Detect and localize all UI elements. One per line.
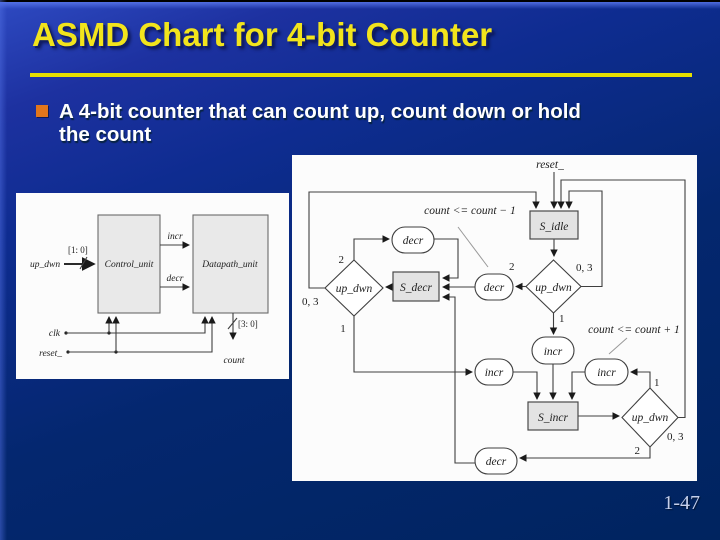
control-unit-label: Control_unit <box>105 260 154 270</box>
bus-in-label: [1: 0] <box>68 245 88 255</box>
oval-incr-right <box>584 358 629 386</box>
state-s-decr-box <box>392 271 440 302</box>
state-s-decr-label: S_decr <box>400 282 432 294</box>
slide-title: ASMD Chart for 4-bit Counter <box>32 16 493 53</box>
oval-incr-center <box>531 336 575 365</box>
bullet-text-line1: A 4-bit counter that can count up, count… <box>59 100 581 123</box>
decision-updwn-middle <box>525 259 582 314</box>
oval-decr-middle <box>474 273 514 301</box>
slide-top-glow <box>0 2 720 9</box>
updwn-input-label: up_dwn <box>30 260 60 270</box>
asmd-annotation-pointers <box>457 226 628 355</box>
oval-incr-left <box>474 358 514 386</box>
oval-decr-topleft-label: decr <box>403 235 424 247</box>
decision-updwn-left <box>324 259 384 317</box>
bullet-item: A 4-bit counter that can count up, count… <box>36 100 700 146</box>
asmd-reset-label: reset_ <box>536 159 564 171</box>
asmd-chart: S_idle S_decr S_incr up_dwn up_dwn up_dw… <box>302 159 686 475</box>
asmd-edges <box>308 172 686 464</box>
bus-out-label: [3: 0] <box>238 319 258 329</box>
title-rule <box>30 73 692 77</box>
reset-label: reset_ <box>39 349 62 359</box>
datapath-unit-label: Datapath_unit <box>201 260 258 270</box>
oval-decr-topleft <box>391 226 435 254</box>
decision-updwn-bottom <box>621 387 679 448</box>
state-s-incr-label: S_incr <box>538 412 569 424</box>
branch-middle-03: 0, 3 <box>576 262 593 274</box>
annotation-increment: count <= count + 1 <box>588 324 680 336</box>
block-diagram: Control_unit Datapath_unit up_dwn [1: 0] <box>30 214 269 366</box>
oval-decr-bottom <box>474 447 518 475</box>
decr-wire-label: decr <box>167 274 184 284</box>
branch-bottom-1: 1 <box>654 377 660 389</box>
oval-incr-left-label: incr <box>485 367 504 379</box>
branch-left-03: 0, 3 <box>302 296 319 308</box>
decision-updwn-left-label: up_dwn <box>336 283 373 295</box>
branch-middle-2: 2 <box>509 261 515 273</box>
datapath-unit-box <box>192 214 269 314</box>
decision-updwn-bottom-label: up_dwn <box>632 412 669 424</box>
slide-top-border <box>0 0 720 2</box>
branch-middle-1: 1 <box>559 313 565 325</box>
annotation-decrement: count <= count − 1 <box>424 205 516 217</box>
bullet-text: A 4-bit counter that can count up, count… <box>59 100 581 146</box>
page-number: 1-47 <box>663 492 700 514</box>
state-s-idle-label: S_idle <box>540 221 569 233</box>
decision-updwn-middle-label: up_dwn <box>535 282 572 294</box>
block-diagram-wires <box>64 241 238 354</box>
oval-incr-right-label: incr <box>597 367 616 379</box>
slide-left-glow <box>0 0 7 540</box>
oval-incr-center-label: incr <box>544 346 563 358</box>
branch-left-1: 1 <box>340 323 346 335</box>
bullet-square-icon <box>36 105 48 117</box>
incr-wire-label: incr <box>167 232 183 242</box>
state-s-incr-box <box>527 401 579 431</box>
control-unit-box <box>97 214 161 314</box>
block-diagram-panel: Control_unit Datapath_unit up_dwn [1: 0] <box>16 193 289 379</box>
oval-decr-middle-label: decr <box>484 282 505 294</box>
branch-bottom-03: 0, 3 <box>667 431 684 443</box>
count-output-label: count <box>223 356 244 366</box>
branch-bottom-2: 2 <box>635 445 641 457</box>
branch-left-2: 2 <box>339 254 345 266</box>
clk-label: clk <box>49 329 61 339</box>
bullet-text-line2: the count <box>59 123 152 146</box>
asmd-chart-panel: S_idle S_decr S_incr up_dwn up_dwn up_dw… <box>292 155 697 481</box>
state-s-idle-box <box>529 210 579 240</box>
oval-decr-bottom-label: decr <box>486 456 507 468</box>
